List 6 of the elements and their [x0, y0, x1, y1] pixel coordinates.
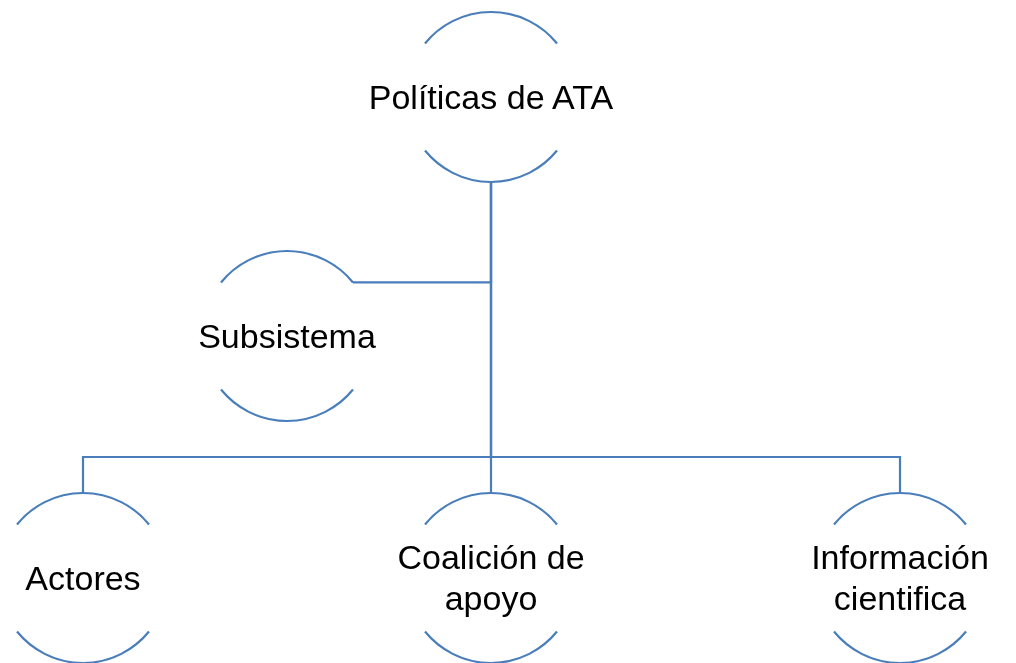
node-label: Coalición de apoyo — [396, 537, 586, 619]
node-label: Subsistema — [198, 315, 376, 357]
node-label: Políticas de ATA — [368, 76, 614, 118]
node-label: Información cientifica — [810, 537, 990, 619]
node-label: Actores — [25, 557, 141, 599]
connector-line — [489, 182, 902, 493]
